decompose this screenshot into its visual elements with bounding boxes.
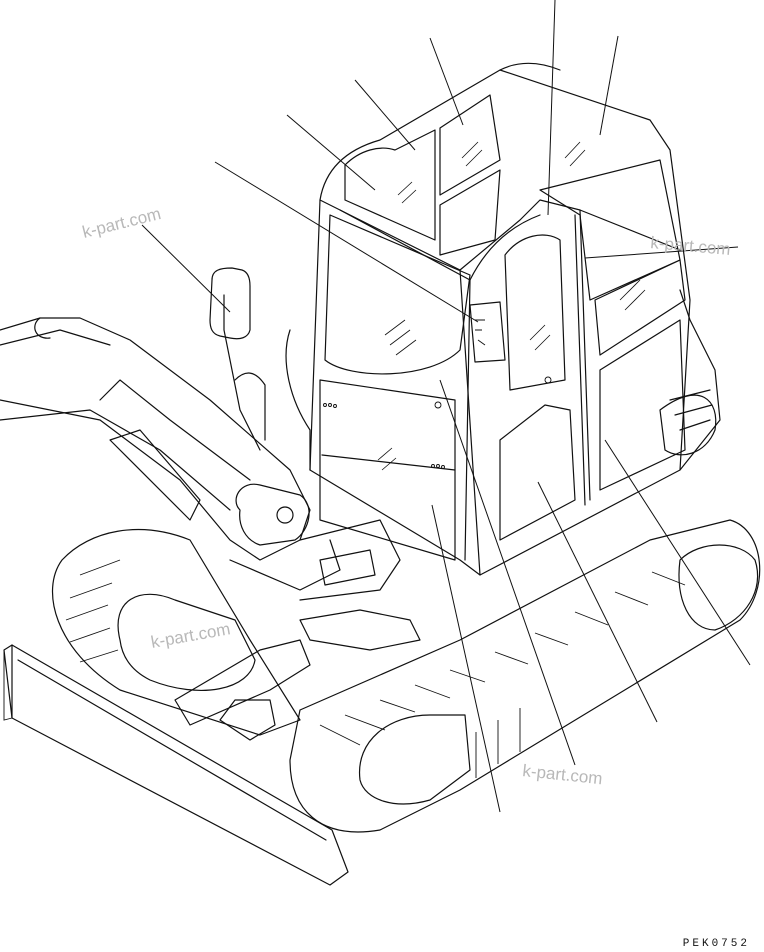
- swing-bracket: [174, 519, 421, 741]
- boom-arm: [0, 317, 341, 591]
- watermark-2: k-part.com: [650, 233, 732, 259]
- cab-frame: [309, 62, 691, 576]
- roof-glass: [344, 94, 501, 256]
- watermarks: k-part.com k-part.com k-part.com k-part.…: [80, 204, 731, 788]
- watermark-3: k-part.com: [149, 619, 231, 652]
- upper-structure: [285, 289, 721, 576]
- watermark-1: k-part.com: [80, 204, 163, 242]
- dozer-blade: [3, 644, 349, 886]
- door-glass: [499, 234, 576, 541]
- watermark-4: k-part.com: [522, 761, 604, 788]
- front-upper-glass: [324, 214, 471, 375]
- cab-door-mirror: [469, 301, 506, 363]
- left-track: [51, 529, 301, 736]
- right-track: [289, 519, 761, 833]
- drawing-code: PEK0752: [682, 938, 750, 950]
- right-side-glass: [539, 141, 686, 491]
- leader-lines: [141, 0, 751, 813]
- front-lower-glass: [319, 379, 456, 561]
- rear-view-mirror: [209, 267, 266, 451]
